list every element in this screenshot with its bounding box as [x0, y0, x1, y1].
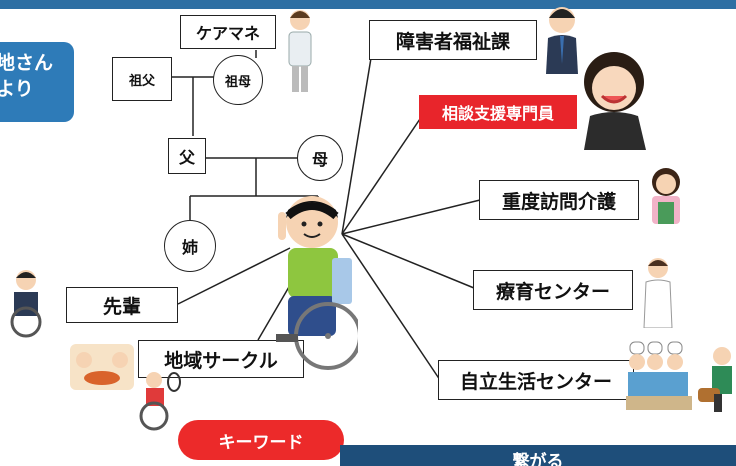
cooking-group-icon — [626, 341, 692, 410]
top-banner-bar — [0, 0, 736, 9]
wheelchair-tennis-icon — [139, 372, 181, 431]
father-box: 父 — [168, 138, 206, 174]
sister-circle: 姉 — [164, 220, 216, 272]
consultation-specialist-label: 相談支援専門員 — [419, 95, 577, 129]
circle-box: 地域サークル — [138, 340, 304, 378]
care-manager-box: ケアマネ — [180, 15, 276, 49]
welfare-officer-icon — [546, 7, 578, 74]
guide-dog-person-icon — [698, 347, 732, 412]
callout-line-2: より — [0, 78, 34, 100]
grandmother-circle: 祖母 — [213, 55, 263, 105]
bottom-title-bar: 繋がる — [340, 445, 736, 466]
disability-welfare-box: 障害者福祉課 — [369, 20, 537, 60]
independent-living-box: 自立生活センター — [438, 360, 634, 400]
senior-box: 先輩 — [66, 287, 178, 323]
main-person-wheelchair-icon — [276, 196, 358, 370]
keyword-pill: キーワード — [178, 420, 344, 460]
source-callout: 地さん より — [0, 42, 74, 122]
grandfather-box: 祖父 — [112, 57, 172, 101]
rehab-center-box: 療育センター — [473, 270, 633, 310]
caregiver-icon — [652, 168, 680, 224]
mother-circle: 母 — [297, 135, 343, 181]
specialist-woman-icon — [584, 52, 646, 150]
senior-wheelchair-icon — [10, 270, 42, 338]
home-care-box: 重度訪問介護 — [479, 180, 639, 220]
callout-line-1: 地さん — [0, 52, 54, 74]
doctor-icon — [643, 258, 673, 328]
care-manager-figure-icon — [288, 10, 312, 92]
circle-activity-icon — [70, 344, 134, 390]
